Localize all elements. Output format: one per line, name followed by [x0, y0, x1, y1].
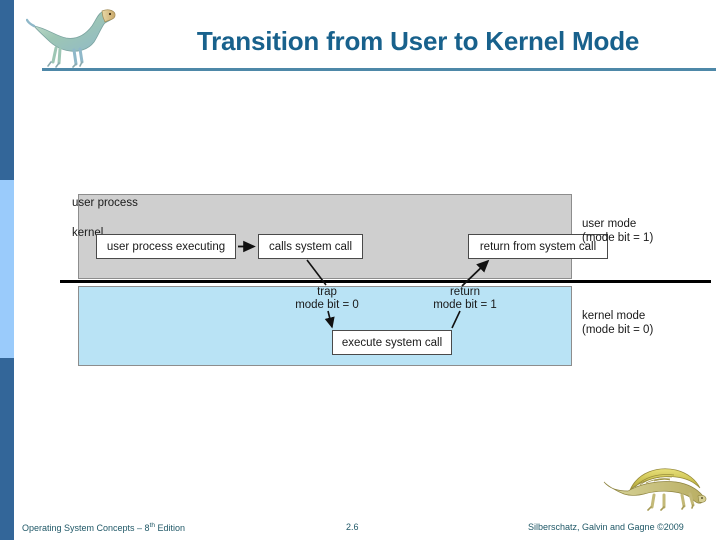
slide-footer: Operating System Concepts – 8th Edition … — [0, 468, 720, 540]
kernel-band-label: kernel — [72, 227, 104, 239]
kernel-band — [78, 286, 572, 366]
annotation-return: return mode bit = 1 — [410, 286, 520, 312]
annotation-return-line1: return — [449, 286, 481, 298]
dinosaur-logo-icon — [25, 4, 118, 70]
node-return-from-system-call: return from system call — [468, 234, 608, 259]
annotation-trap-line2: mode bit = 0 — [295, 299, 359, 311]
accent-bar-segment-bottom — [0, 358, 14, 540]
page-title: Transition from User to Kernel Mode — [196, 26, 640, 56]
caption-user-mode: user mode (mode bit = 1) — [582, 217, 653, 245]
footer-edition-prefix: Operating System Concepts – 8 — [22, 523, 150, 533]
annotation-trap-line1: trap — [317, 286, 337, 298]
annotation-return-line2: mode bit = 1 — [433, 299, 497, 311]
dimetrodon-logo-icon — [602, 460, 712, 516]
mode-transition-diagram: user process kernel user process executi… — [60, 185, 720, 385]
caption-user-mode-line2: (mode bit = 1) — [582, 232, 654, 244]
footer-edition: Operating System Concepts – 8th Edition — [22, 522, 185, 533]
node-user-process-executing: user process executing — [96, 234, 236, 259]
accent-bar-segment-middle — [0, 180, 14, 358]
caption-kernel-mode-line2: (mode bit = 0) — [582, 324, 654, 336]
footer-edition-suffix: Edition — [155, 523, 186, 533]
footer-page-number: 2.6 — [346, 522, 359, 532]
accent-bar-segment-top — [0, 0, 14, 180]
mode-boundary-line — [60, 280, 711, 283]
title-underline-rule — [42, 68, 716, 71]
slide-header: Transition from User to Kernel Mode — [14, 0, 720, 80]
left-accent-bar — [0, 0, 14, 540]
annotation-trap: trap mode bit = 0 — [272, 286, 382, 312]
caption-kernel-mode: kernel mode (mode bit = 0) — [582, 309, 653, 337]
node-calls-system-call: calls system call — [258, 234, 363, 259]
footer-credit: Silberschatz, Galvin and Gagne ©2009 — [528, 522, 684, 532]
caption-user-mode-line1: user mode — [582, 218, 637, 230]
node-execute-system-call: execute system call — [332, 330, 452, 355]
user-process-band-label: user process — [72, 197, 138, 209]
footer-edition-superscript: th — [149, 522, 155, 529]
caption-kernel-mode-line1: kernel mode — [582, 310, 646, 322]
